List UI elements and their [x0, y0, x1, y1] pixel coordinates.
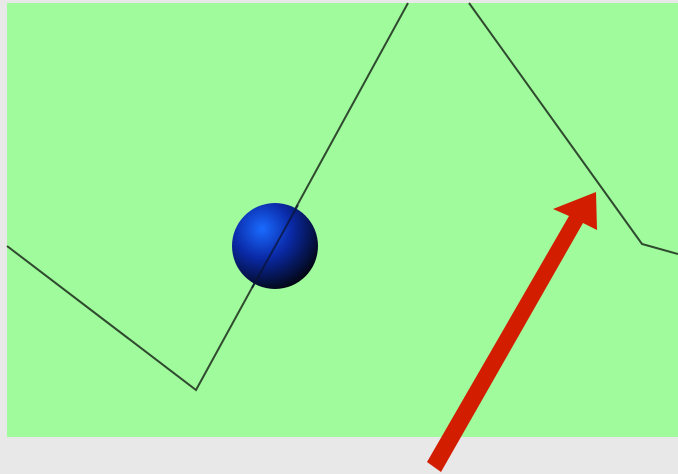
bottom-bar	[0, 437, 678, 474]
playfield	[7, 3, 678, 437]
ball-icon[interactable]	[232, 203, 318, 289]
terrain-line-left	[6, 2, 409, 392]
terrain-line-right	[468, 2, 678, 255]
direction-arrow-icon[interactable]	[427, 192, 597, 472]
